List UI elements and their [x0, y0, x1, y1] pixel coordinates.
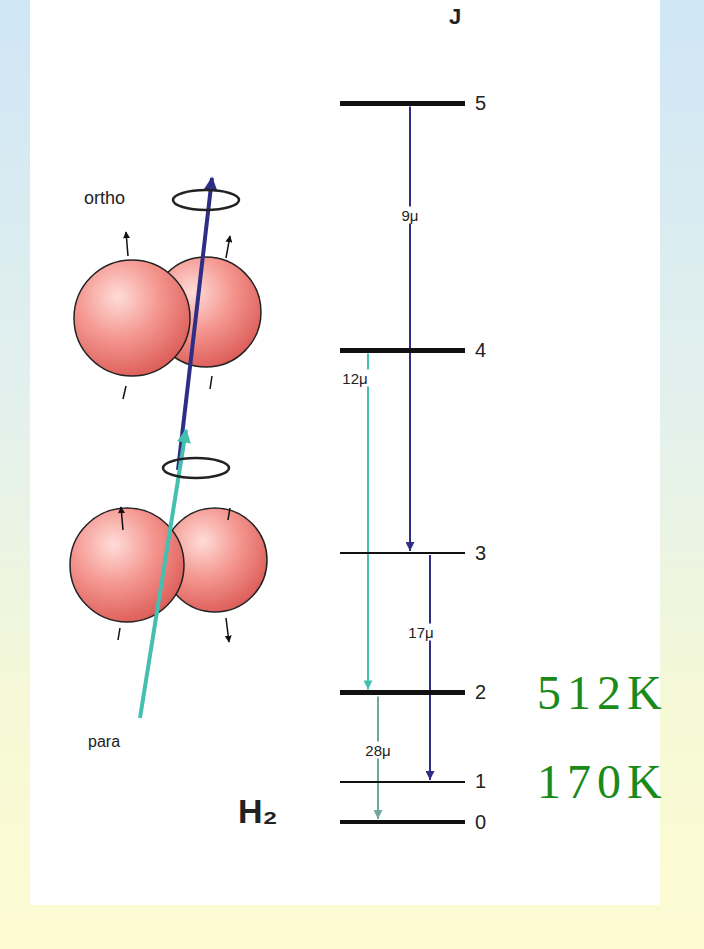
wavelength-label: 17μ [406, 624, 435, 641]
wavelength-label: 12μ [340, 370, 369, 387]
spin-tick [118, 628, 120, 640]
level-line [340, 820, 465, 824]
level-number: 5 [475, 92, 497, 115]
spin-arrow [126, 232, 128, 256]
level-temperature: 170K [537, 756, 668, 809]
transition-arrow [367, 354, 369, 690]
level-number: 3 [475, 542, 497, 565]
quantum-number-heading: J [449, 4, 461, 30]
energy-level: 1 170K [340, 756, 668, 809]
spin-tick [210, 376, 212, 389]
level-number: 0 [475, 811, 497, 834]
ortho-molecule [74, 178, 261, 470]
rotation-axis [140, 430, 186, 718]
level-line [340, 781, 465, 783]
wavelength-label: 28μ [363, 742, 392, 759]
para-molecule [70, 430, 267, 718]
level-number: 4 [475, 339, 497, 362]
para-label: para [88, 733, 120, 751]
ortho-label: ortho [84, 188, 125, 209]
energy-level: 2 512K [340, 667, 668, 720]
level-line [340, 348, 465, 353]
rotation-loop [163, 458, 229, 478]
wavelength-label: 9μ [400, 207, 421, 224]
energy-level: 4 [340, 339, 497, 362]
spin-arrow [226, 236, 230, 258]
level-number: 1 [475, 770, 497, 793]
transition-arrow [429, 555, 431, 780]
spin-tick [123, 386, 126, 399]
energy-level: 5 [340, 92, 497, 115]
level-number: 2 [475, 681, 497, 704]
spin-arrow [226, 618, 229, 642]
level-line [340, 690, 465, 695]
level-temperature: 512K [537, 667, 668, 720]
spin-arrow [121, 507, 123, 530]
atom [74, 260, 190, 376]
level-line [340, 101, 465, 106]
level-line [340, 552, 465, 554]
transition-arrow [409, 107, 411, 552]
energy-level: 3 [340, 542, 497, 565]
energy-level: 0 [340, 811, 497, 834]
atom [70, 508, 184, 622]
rotation-loop [173, 190, 239, 210]
spin-tick [228, 508, 230, 520]
molecule-formula: H₂ [238, 792, 278, 831]
rotation-axis [178, 178, 212, 470]
